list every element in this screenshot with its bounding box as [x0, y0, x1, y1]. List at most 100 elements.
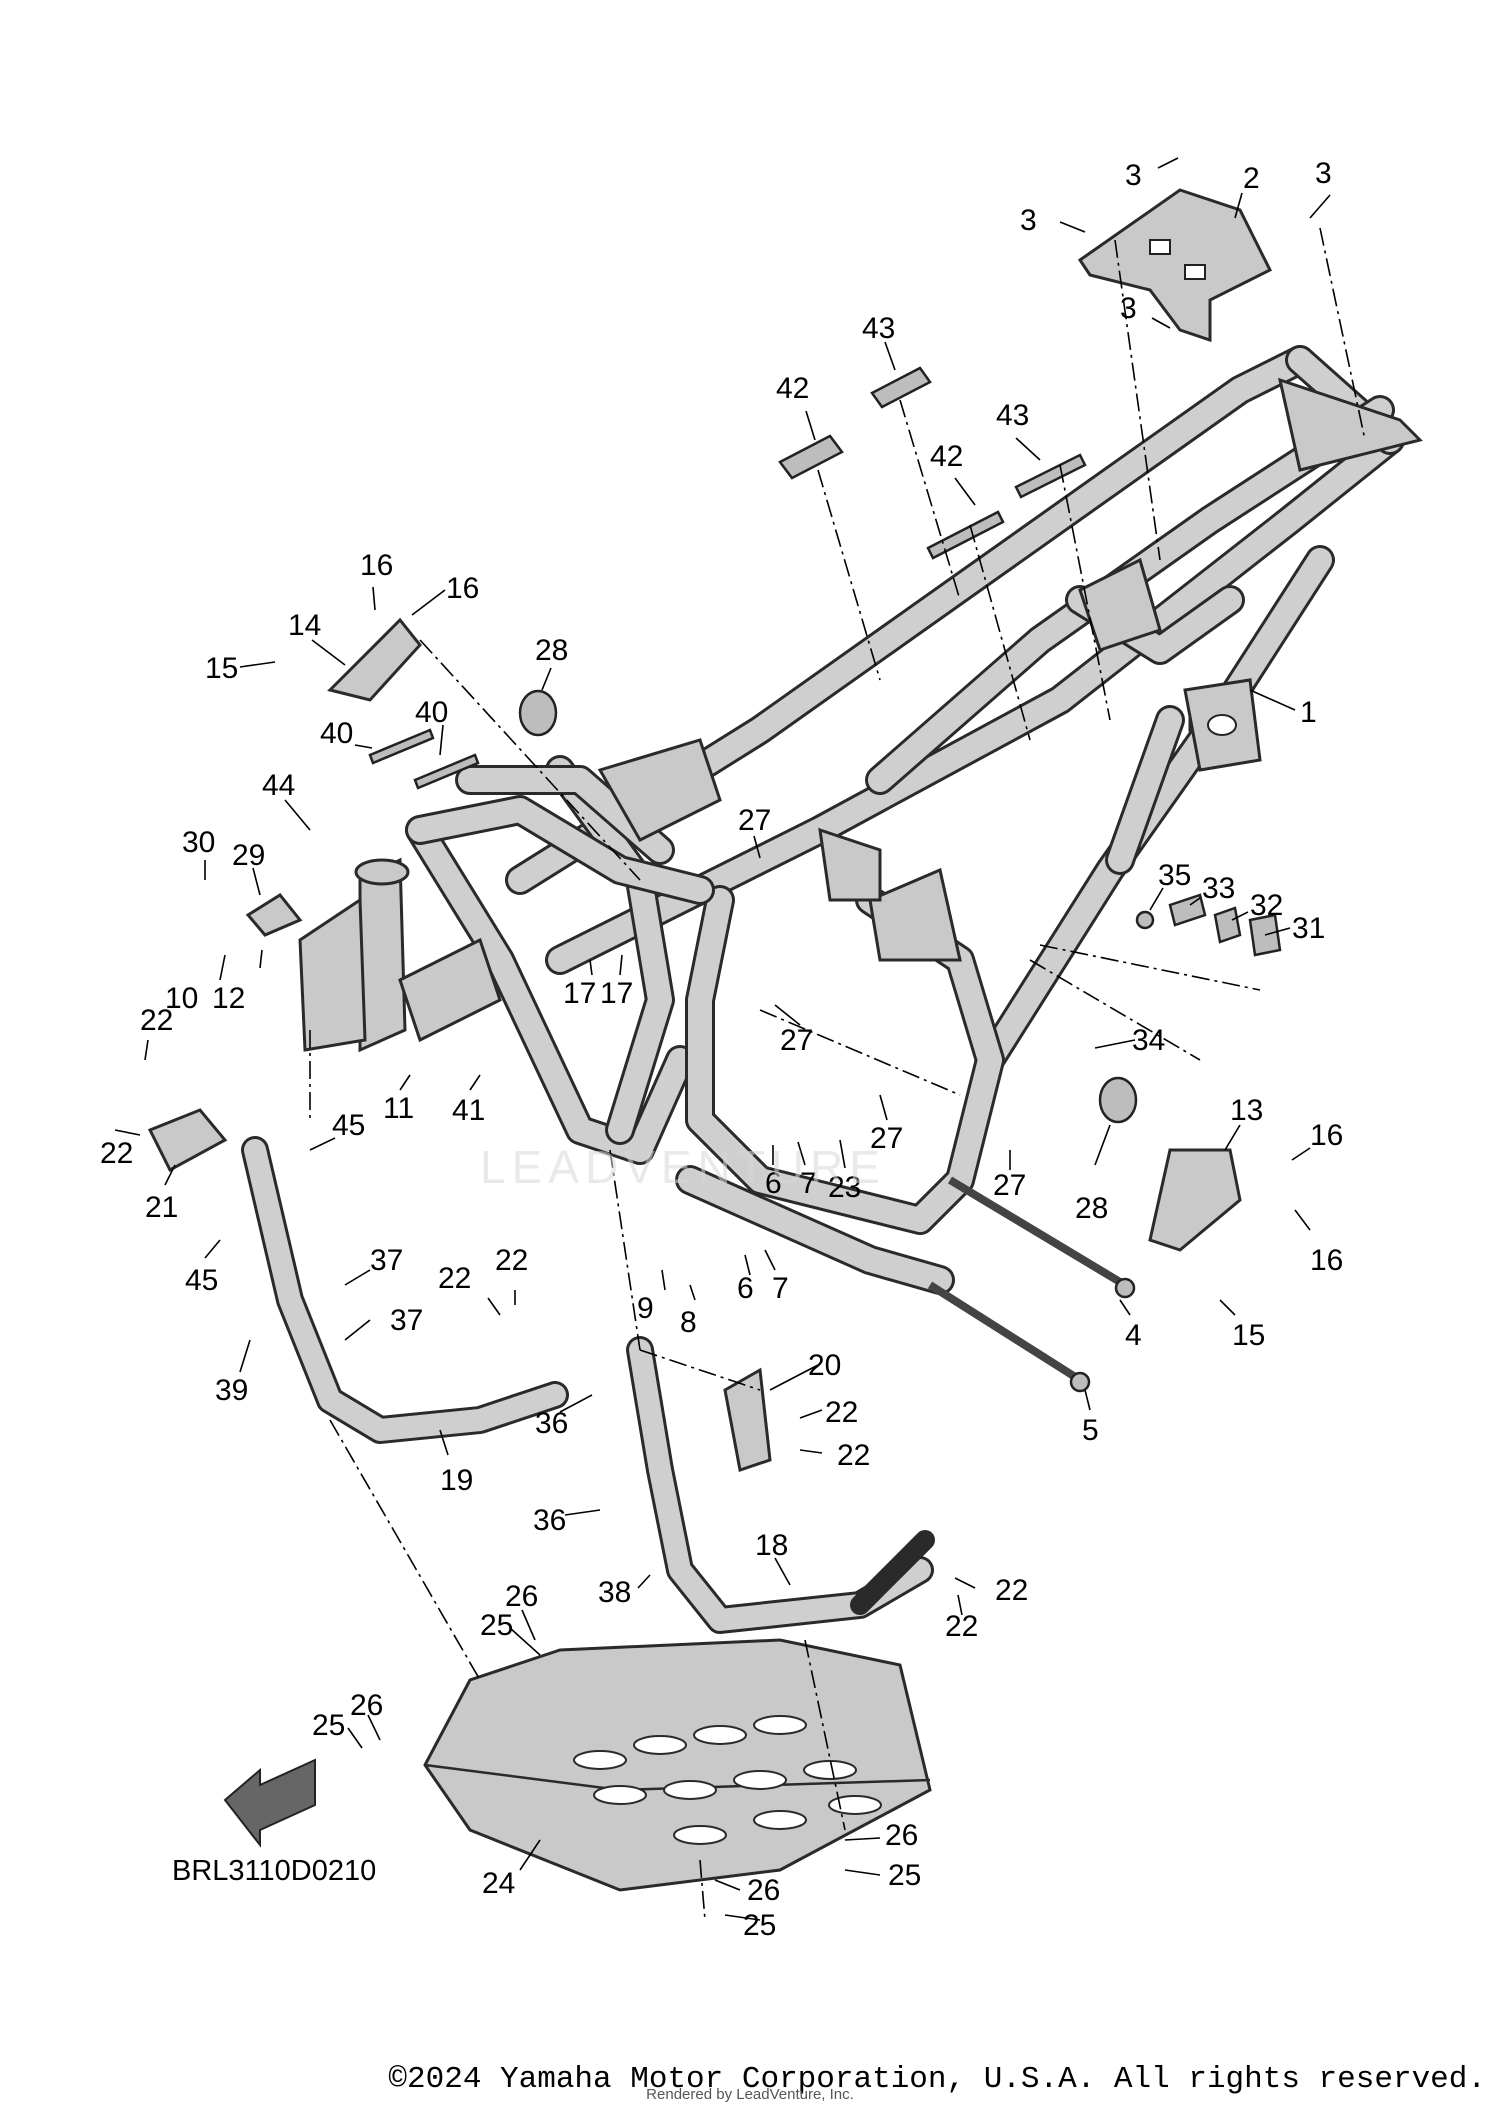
callout-c22f[interactable]: 22	[837, 1439, 870, 1472]
callout-c29[interactable]: 29	[232, 839, 265, 872]
callout-c25d[interactable]: 25	[743, 1909, 776, 1942]
callout-c16b[interactable]: 16	[446, 572, 479, 605]
callout-c26c[interactable]: 26	[885, 1819, 918, 1852]
callout-c22d[interactable]: 22	[495, 1244, 528, 1277]
callout-c39[interactable]: 39	[215, 1374, 248, 1407]
callout-c3d[interactable]: 3	[1120, 292, 1137, 325]
callout-c45b[interactable]: 45	[185, 1264, 218, 1297]
callout-c22e[interactable]: 22	[825, 1396, 858, 1429]
callout-c21[interactable]: 21	[145, 1191, 178, 1224]
callout-c32[interactable]: 32	[1250, 889, 1283, 922]
callout-c26b[interactable]: 26	[350, 1689, 383, 1722]
callout-c15a[interactable]: 15	[205, 652, 238, 685]
bracket-20[interactable]	[723, 1367, 772, 1472]
callout-c27d[interactable]: 27	[993, 1169, 1026, 1202]
callout-c3b[interactable]: 3	[1315, 157, 1332, 190]
callout-c22c[interactable]: 22	[438, 1262, 471, 1295]
callout-c42a[interactable]: 42	[776, 372, 809, 405]
protector-tube-43-top[interactable]	[870, 366, 932, 409]
main-frame[interactable]	[405, 345, 1405, 1295]
callout-c43a[interactable]: 43	[862, 312, 895, 345]
callout-c22b[interactable]: 22	[100, 1137, 133, 1170]
callout-c19[interactable]: 19	[440, 1464, 473, 1497]
protector-tube-42-top[interactable]	[778, 434, 844, 480]
callout-c28b[interactable]: 28	[1075, 1192, 1108, 1225]
callout-c37b[interactable]: 37	[390, 1304, 423, 1337]
callout-c30[interactable]: 30	[182, 826, 215, 859]
callout-c35[interactable]: 35	[1158, 859, 1191, 892]
callout-c36a[interactable]: 36	[535, 1407, 568, 1440]
callout-c31[interactable]: 31	[1292, 912, 1325, 945]
bracket-plate-2[interactable]	[1077, 188, 1273, 343]
callout-c3c[interactable]: 3	[1020, 204, 1037, 237]
callout-c15b[interactable]: 15	[1232, 1319, 1265, 1352]
callout-c4[interactable]: 4	[1125, 1319, 1142, 1352]
callout-c43b[interactable]: 43	[996, 399, 1029, 432]
callout-c17b[interactable]: 17	[600, 977, 633, 1010]
callout-c25c[interactable]: 25	[888, 1859, 921, 1892]
callout-c16c[interactable]: 16	[1310, 1119, 1343, 1152]
callout-c45a[interactable]: 45	[332, 1109, 365, 1142]
skid-plate-24[interactable]	[423, 1638, 932, 1892]
callout-c18[interactable]: 18	[755, 1529, 788, 1562]
callout-c34[interactable]: 34	[1132, 1024, 1165, 1057]
callout-c41[interactable]: 41	[452, 1094, 485, 1127]
callout-c33[interactable]: 33	[1202, 872, 1235, 905]
callout-c16d[interactable]: 16	[1310, 1244, 1343, 1277]
bolt-4[interactable]	[947, 1176, 1136, 1299]
callout-c8[interactable]: 8	[680, 1306, 697, 1339]
callout-c9[interactable]: 9	[637, 1292, 654, 1325]
callout-c44[interactable]: 44	[262, 769, 295, 802]
callout-c24[interactable]: 24	[482, 1867, 515, 1900]
callout-c6b[interactable]: 6	[737, 1272, 754, 1305]
callout-c3a[interactable]: 3	[1125, 159, 1142, 192]
protector-tube-43-mid[interactable]	[1014, 453, 1087, 499]
callout-c36b[interactable]: 36	[533, 1504, 566, 1537]
callout-c11[interactable]: 11	[383, 1092, 414, 1125]
callout-c10[interactable]: 10	[165, 982, 198, 1015]
callout-c22g[interactable]: 22	[995, 1574, 1028, 1607]
bolt-5[interactable]	[927, 1281, 1091, 1393]
callout-c22h[interactable]: 22	[945, 1610, 978, 1643]
callout-c40b[interactable]: 40	[415, 696, 448, 729]
guard-pipe-19[interactable]	[241, 1136, 569, 1444]
callout-c7a[interactable]: 7	[800, 1167, 817, 1200]
callout-numbers: 3 2 3 3 3 43 42 43 42 16 16 14 15 28 1 4…	[100, 157, 1343, 1942]
leader-lines	[114, 157, 1331, 1921]
callout-c27b[interactable]: 27	[780, 1024, 813, 1057]
callout-c26d[interactable]: 26	[747, 1874, 780, 1907]
callout-c5[interactable]: 5	[1082, 1414, 1099, 1447]
callout-c2[interactable]: 2	[1243, 162, 1260, 195]
callout-c22a[interactable]: 22	[140, 1004, 173, 1037]
callout-c37a[interactable]: 37	[370, 1244, 403, 1277]
callout-c16a[interactable]: 16	[360, 549, 393, 582]
callout-c20[interactable]: 20	[808, 1349, 841, 1382]
protector-tube-42-mid[interactable]	[926, 510, 1005, 560]
callout-c13[interactable]: 13	[1230, 1094, 1263, 1127]
callout-c7b[interactable]: 7	[772, 1272, 789, 1305]
callout-c23[interactable]: 23	[828, 1171, 861, 1204]
callout-c1[interactable]: 1	[1300, 696, 1317, 729]
callout-c14[interactable]: 14	[288, 609, 321, 642]
bracket-14[interactable]	[327, 617, 422, 702]
callout-c28a[interactable]: 28	[535, 634, 568, 667]
bracket-29[interactable]	[245, 893, 303, 937]
callout-c6a[interactable]: 6	[765, 1167, 782, 1200]
grommet-28-lower[interactable]	[1098, 1076, 1138, 1124]
callout-c38[interactable]: 38	[598, 1576, 631, 1609]
callout-c27c[interactable]: 27	[870, 1122, 903, 1155]
callout-c25a[interactable]: 25	[480, 1609, 513, 1642]
bracket-13[interactable]	[1148, 1148, 1242, 1252]
guard-pipe-18[interactable]	[626, 1336, 935, 1634]
callout-c12[interactable]: 12	[212, 982, 245, 1015]
callout-c40a[interactable]: 40	[320, 717, 353, 750]
callout-c25b[interactable]: 25	[312, 1709, 345, 1742]
callout-c42b[interactable]: 42	[930, 440, 963, 473]
callout-c17a[interactable]: 17	[563, 977, 596, 1010]
callout-c27a[interactable]: 27	[738, 804, 771, 837]
grommet-28-upper[interactable]	[518, 689, 558, 737]
callout-c26a[interactable]: 26	[505, 1580, 538, 1613]
rods-40[interactable]	[368, 728, 480, 790]
bracket-21[interactable]	[147, 1108, 228, 1173]
watermark: LEADVENTURE	[480, 1141, 886, 1193]
